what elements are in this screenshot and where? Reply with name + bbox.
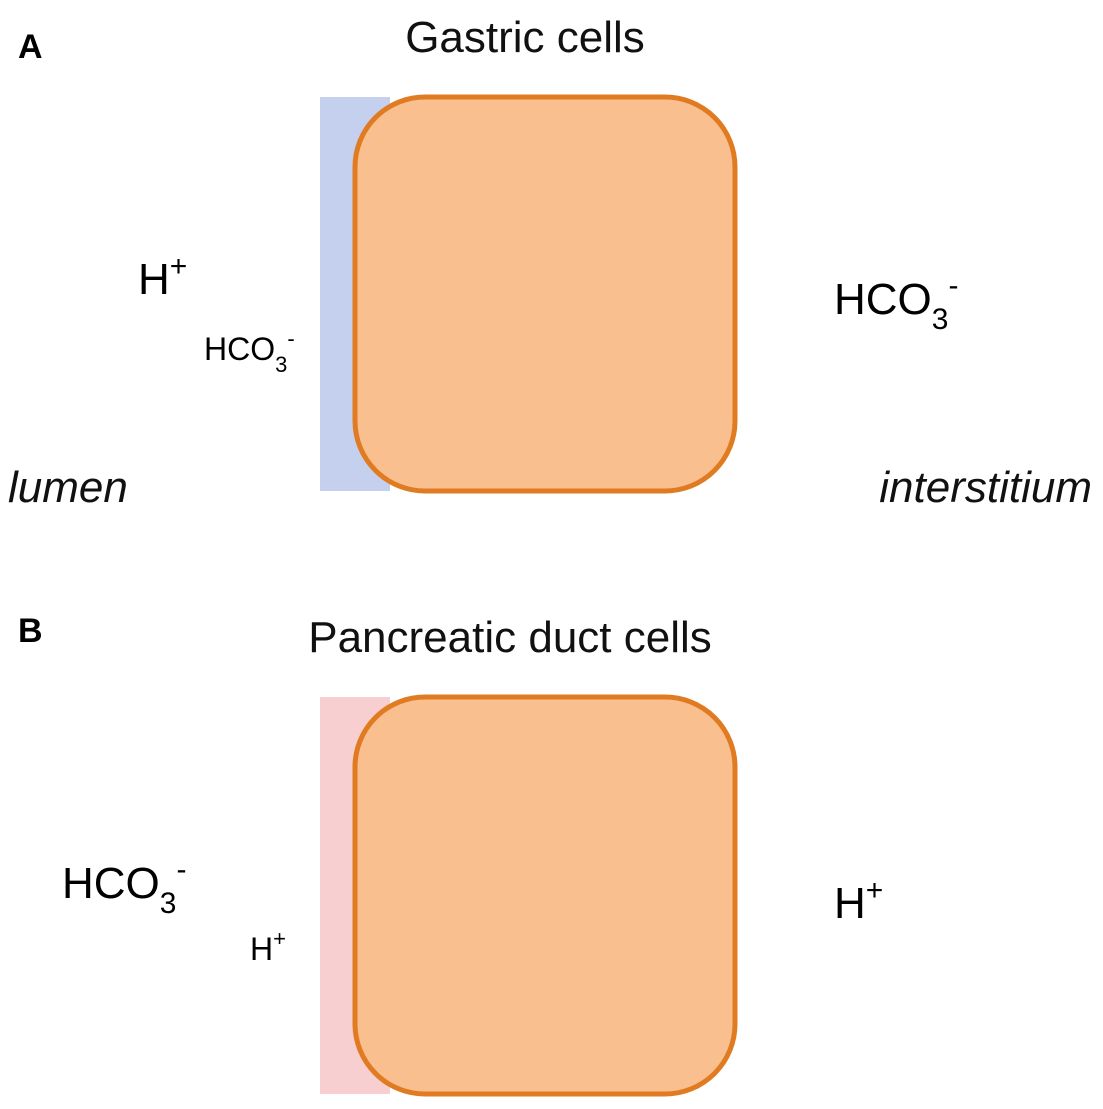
panel-a-title: Gastric cells bbox=[405, 13, 645, 62]
apical-proton-label-a: H+ bbox=[138, 250, 187, 304]
basolateral-proton-label-b: H+ bbox=[834, 874, 883, 928]
pancreatic-duct-cell bbox=[352, 694, 738, 1097]
panel-b-title: Pancreatic duct cells bbox=[308, 613, 712, 662]
lumen-label: lumen bbox=[8, 463, 128, 512]
basolateral-bicarbonate-label-a: HCO3- bbox=[834, 269, 958, 336]
apical-bicarbonate-label-b: HCO3- bbox=[62, 853, 186, 920]
panel-b: B Pancreatic duct cells HCO3- H+ H+ bbox=[18, 612, 883, 1097]
interstitium-label: interstitium bbox=[879, 463, 1092, 512]
apical-bicarbonate-label-a: HCO3- bbox=[204, 326, 295, 377]
panel-a-letter: A bbox=[18, 28, 43, 66]
panel-a: A Gastric cells H+ HCO3- HCO3- lumen int… bbox=[8, 13, 1092, 512]
apical-proton-label-b: H+ bbox=[250, 926, 286, 967]
gastric-cell bbox=[352, 94, 738, 494]
panel-b-letter: B bbox=[18, 612, 43, 650]
